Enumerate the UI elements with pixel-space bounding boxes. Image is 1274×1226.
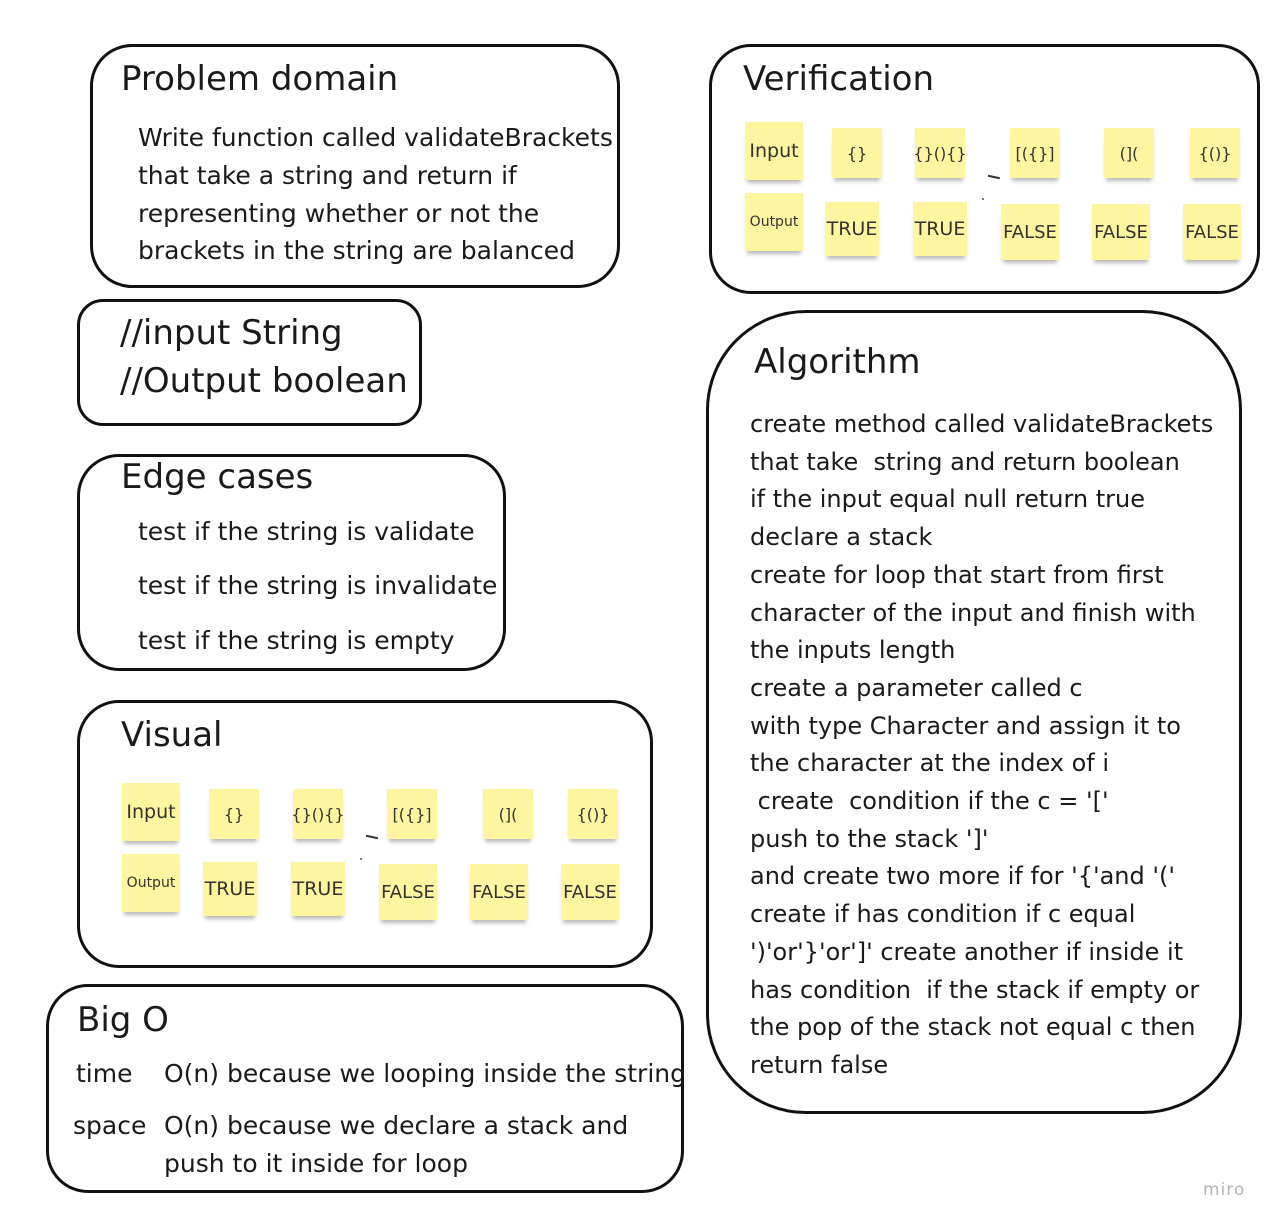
verification-input-note: {} <box>832 128 882 178</box>
visual-title: Visual <box>121 715 223 755</box>
algorithm-line: return false <box>750 1050 889 1079</box>
verification-input-label-note: Input <box>745 122 803 180</box>
verification-connector-dot <box>982 198 984 200</box>
algorithm-line: with type Character and assign it to <box>750 711 1181 740</box>
algorithm-title: Algorithm <box>754 342 921 382</box>
algorithm-line: create a parameter called c <box>750 673 1083 702</box>
io-types-frame <box>77 299 422 426</box>
algorithm-line: create if has condition if c equal <box>750 900 1136 929</box>
visual-connector-dot <box>360 858 362 860</box>
visual-output-note: TRUE <box>203 862 257 916</box>
algorithm-line: if the input equal null return true <box>750 485 1145 514</box>
visual-output-note: FALSE <box>470 864 528 920</box>
io-input-line: //input String <box>120 313 343 353</box>
algorithm-line: character of the input and finish with <box>750 598 1196 627</box>
verification-input-note: (]( <box>1104 128 1154 178</box>
verification-input-note: [({}] <box>1010 128 1060 178</box>
problem-domain-line: brackets in the string are balanced <box>138 236 576 265</box>
edge-cases-frame <box>77 454 506 671</box>
algorithm-line: the character at the index of i <box>750 749 1110 778</box>
visual-input-label-note: Input <box>122 783 180 841</box>
verification-output-note: TRUE <box>825 202 879 256</box>
verification-input-note: {}(){} <box>913 128 967 178</box>
verification-input-note: {()} <box>1190 128 1240 178</box>
algorithm-line: create condition if the c = '[' <box>750 787 1109 816</box>
verification-frame <box>709 44 1260 294</box>
algorithm-line: ')'or'}'or']' create another if inside i… <box>750 937 1184 966</box>
problem-domain-title: Problem domain <box>121 59 399 99</box>
algorithm-line: has condition if the stack if empty or <box>750 975 1200 1004</box>
visual-input-note: {}(){} <box>291 789 345 839</box>
algorithm-line: create for loop that start from first <box>750 560 1164 589</box>
verification-output-note: TRUE <box>913 202 967 256</box>
problem-domain-line: representing whether or not the <box>138 199 540 228</box>
verification-output-note: FALSE <box>1001 204 1059 260</box>
big-o-frame <box>46 984 684 1193</box>
edge-case-item: test if the string is empty <box>138 626 455 655</box>
big-o-space-line: O(n) because we declare a stack and <box>164 1111 629 1140</box>
algorithm-line: the inputs length <box>750 636 956 665</box>
visual-output-note: FALSE <box>561 864 619 920</box>
algorithm-line: the pop of the stack not equal c then <box>750 1013 1196 1042</box>
algorithm-line: and create two more if for '{'and '(' <box>750 862 1175 891</box>
algorithm-line: push to the stack ']' <box>750 824 989 853</box>
problem-domain-line: Write function called validateBrackets <box>138 123 613 152</box>
problem-domain-line: that take a string and return if <box>138 161 517 190</box>
algorithm-line: declare a stack <box>750 523 933 552</box>
miro-watermark: miro <box>1203 1180 1246 1200</box>
visual-input-note: {()} <box>568 789 618 839</box>
verification-title: Verification <box>743 59 935 99</box>
algorithm-line: that take string and return boolean <box>750 447 1180 476</box>
verification-output-label-note: Output <box>745 193 803 251</box>
io-output-line: //Output boolean <box>120 361 408 401</box>
verification-output-note: FALSE <box>1183 204 1241 260</box>
big-o-time-label: time <box>76 1059 133 1088</box>
problem-domain-frame <box>90 44 620 288</box>
verification-output-note: FALSE <box>1092 204 1150 260</box>
visual-input-note: {} <box>209 789 259 839</box>
big-o-space-label: space <box>73 1111 147 1140</box>
algorithm-frame <box>706 310 1242 1114</box>
algorithm-steps: create method called validateBrackets th… <box>750 406 1213 1085</box>
big-o-space-line: push to it inside for loop <box>164 1149 468 1178</box>
edge-case-item: test if the string is validate <box>138 517 475 546</box>
edge-case-item: test if the string is invalidate <box>138 571 498 600</box>
visual-output-note: TRUE <box>291 862 345 916</box>
visual-input-note: (]( <box>483 789 533 839</box>
visual-output-label-note: Output <box>122 854 180 912</box>
visual-input-note: [({}] <box>387 789 437 839</box>
edge-cases-title: Edge cases <box>121 457 314 497</box>
big-o-title: Big O <box>77 1000 169 1040</box>
big-o-time-text: O(n) because we looping inside the strin… <box>164 1059 686 1088</box>
algorithm-line: create method called validateBrackets <box>750 410 1214 438</box>
visual-output-note: FALSE <box>379 864 437 920</box>
